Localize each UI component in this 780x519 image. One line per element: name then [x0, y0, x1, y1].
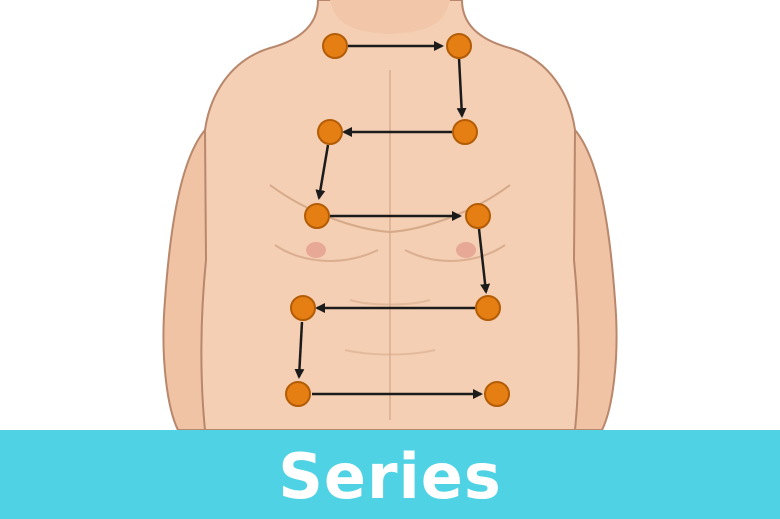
right-arm [572, 127, 618, 431]
point-8 [290, 295, 316, 321]
neck [330, 0, 450, 34]
point-4 [317, 119, 343, 145]
title-banner: Series [0, 430, 780, 519]
left-nipple [306, 242, 326, 258]
point-1 [322, 33, 348, 59]
point-6 [465, 203, 491, 229]
point-10 [484, 381, 510, 407]
series-arrows [294, 41, 491, 399]
pectoral-lower-right [404, 244, 506, 262]
point-5 [304, 203, 330, 229]
arrow-8-to-9 [294, 321, 305, 379]
right-nipple [456, 242, 476, 258]
pectoral-lower-left [274, 244, 379, 262]
left-arm [162, 127, 208, 431]
abdomen-line-2 [344, 349, 436, 356]
arrow-2-to-3 [456, 57, 467, 118]
banner-title: Series [278, 440, 502, 513]
point-2 [446, 33, 472, 59]
point-3 [452, 119, 478, 145]
series-points [285, 33, 510, 407]
arrow-4-to-5 [315, 144, 330, 200]
abdomen-line-1 [349, 299, 431, 306]
arrow-6-to-7 [477, 228, 491, 294]
point-9 [285, 381, 311, 407]
point-7 [475, 295, 501, 321]
